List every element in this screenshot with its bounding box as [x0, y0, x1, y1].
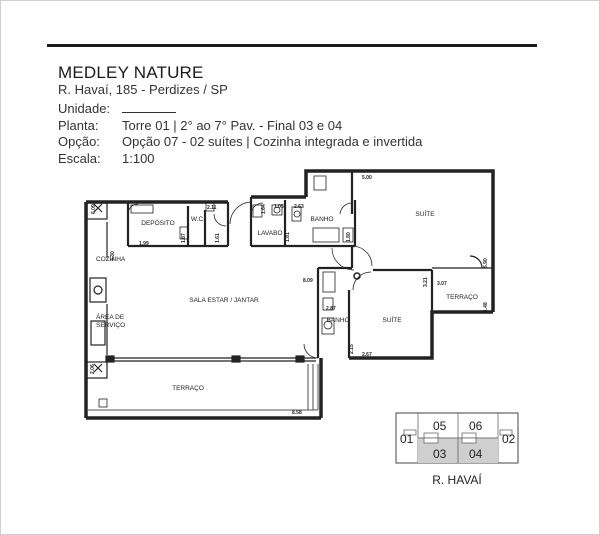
deposito-wc-walls — [126, 202, 230, 248]
key-unit-04: 04 — [469, 447, 483, 461]
room-suite-top: SUÍTE — [415, 209, 435, 218]
terrace-glazing — [105, 355, 316, 363]
dim-164: 1.64 — [261, 204, 267, 214]
info-row-opcao: Opção: Opção 07 - 02 suítes | Cozinha int… — [58, 134, 422, 151]
deposito-fixtures — [127, 202, 227, 240]
key-plan: 01 02 03 04 05 06 R. HAVAÍ — [395, 412, 519, 487]
room-deposito: DEPÓSITO — [141, 218, 174, 227]
dim-858: 8.58 — [292, 410, 302, 416]
dim-609: 6.09 — [91, 204, 97, 214]
bath-fixtures-top — [250, 175, 354, 243]
room-labels: DEPÓSITO W.C LAVABO BANHO SUÍTE COZINHA … — [96, 209, 478, 392]
key-unit-05: 05 — [433, 419, 447, 433]
room-terraco-big: TERRAÇO — [172, 385, 204, 392]
key-unit-02: 02 — [502, 432, 516, 446]
room-lavabo: LAVABO — [257, 230, 282, 237]
title-rule — [47, 44, 537, 47]
middle-walls — [316, 246, 434, 358]
dim-187: 1.87 — [181, 233, 187, 243]
dim-809: 8.09 — [303, 278, 313, 284]
dim-105: 1.05 — [274, 204, 284, 210]
key-unit-06: 06 — [469, 419, 483, 433]
room-sala: SALA ESTAR / JANTAR — [189, 297, 259, 304]
dim-211: 2.11 — [207, 205, 217, 211]
key-unit-03: 03 — [433, 447, 447, 461]
opcao-value: Opção 07 - 02 suítes | Cozinha integrada… — [122, 134, 423, 149]
dim-148: 1.48 — [483, 302, 489, 312]
dim-263: 2.63 — [294, 204, 304, 210]
info-row-planta: Planta: Torre 01 | 2° ao 7° Pav. - Final … — [58, 118, 422, 135]
room-terraco-small: TERRAÇO — [446, 294, 478, 301]
dimension-labels: 6.09 2.11 1.99 1.87 1.61 1.64 1.05 2.63 … — [90, 175, 489, 416]
dim-181: 1.81 — [285, 232, 291, 242]
room-suite-mid: SUÍTE — [382, 315, 402, 324]
escala-value: 1:100 — [122, 150, 155, 166]
dim-215: 2.15 — [349, 344, 355, 354]
room-cozinha: COZINHA — [96, 256, 126, 263]
project-address: R. Havaí, 185 - Perdizes / SP — [58, 82, 228, 97]
dim-161: 1.61 — [215, 233, 221, 243]
room-wc: W.C — [191, 216, 204, 223]
dim-199: 1.99 — [139, 241, 149, 247]
dim-500: 5.00 — [362, 175, 372, 181]
dim-590: 5.90 — [483, 258, 489, 268]
unidade-label: Unidade: — [58, 101, 111, 116]
opcao-label: Opção: — [58, 134, 100, 149]
suite-top-walls — [432, 255, 493, 269]
dim-430: 4.30 — [110, 251, 116, 261]
room-area-servico-line2: SERVIÇO — [96, 322, 125, 329]
dim-180: 1.80 — [346, 232, 352, 242]
bath-fixtures-mid — [303, 245, 373, 359]
key-unit-01: 01 — [400, 432, 414, 446]
planta-label: Planta: — [58, 117, 99, 133]
room-banho-mid: BANHO — [326, 317, 349, 324]
kitchen-walls — [86, 202, 108, 379]
key-plan-street: R. HAVAÍ — [432, 472, 482, 487]
room-area-servico-line1: ÁREA DE — [96, 312, 125, 321]
planta-value: Torre 01 | 2° ao 7° Pav. - Final 03 e 04 — [122, 117, 343, 133]
room-banho-top: BANHO — [310, 216, 333, 223]
info-row-escala: Escala: 1:100 — [58, 151, 422, 168]
info-row-unidade: Unidade: — [58, 101, 422, 118]
floor-plan — [84, 169, 495, 420]
unidade-blank-line — [122, 101, 176, 113]
dim-206: 2.06 — [90, 364, 96, 374]
escala-label: Escala: — [58, 150, 101, 166]
dim-287: 2.87 — [326, 306, 336, 312]
lavabo-banho-walls — [249, 171, 357, 248]
dim-321: 3.21 — [423, 277, 429, 287]
dim-267: 2.67 — [362, 352, 372, 358]
info-block: Unidade: Planta: Torre 01 | 2° ao 7° Pav.… — [58, 101, 422, 167]
dim-307: 3.07 — [437, 281, 447, 287]
terrace-parapet — [88, 364, 319, 411]
project-title: MEDLEY NATURE — [58, 63, 204, 82]
outer-walls — [84, 169, 495, 420]
door-swings — [229, 201, 355, 271]
